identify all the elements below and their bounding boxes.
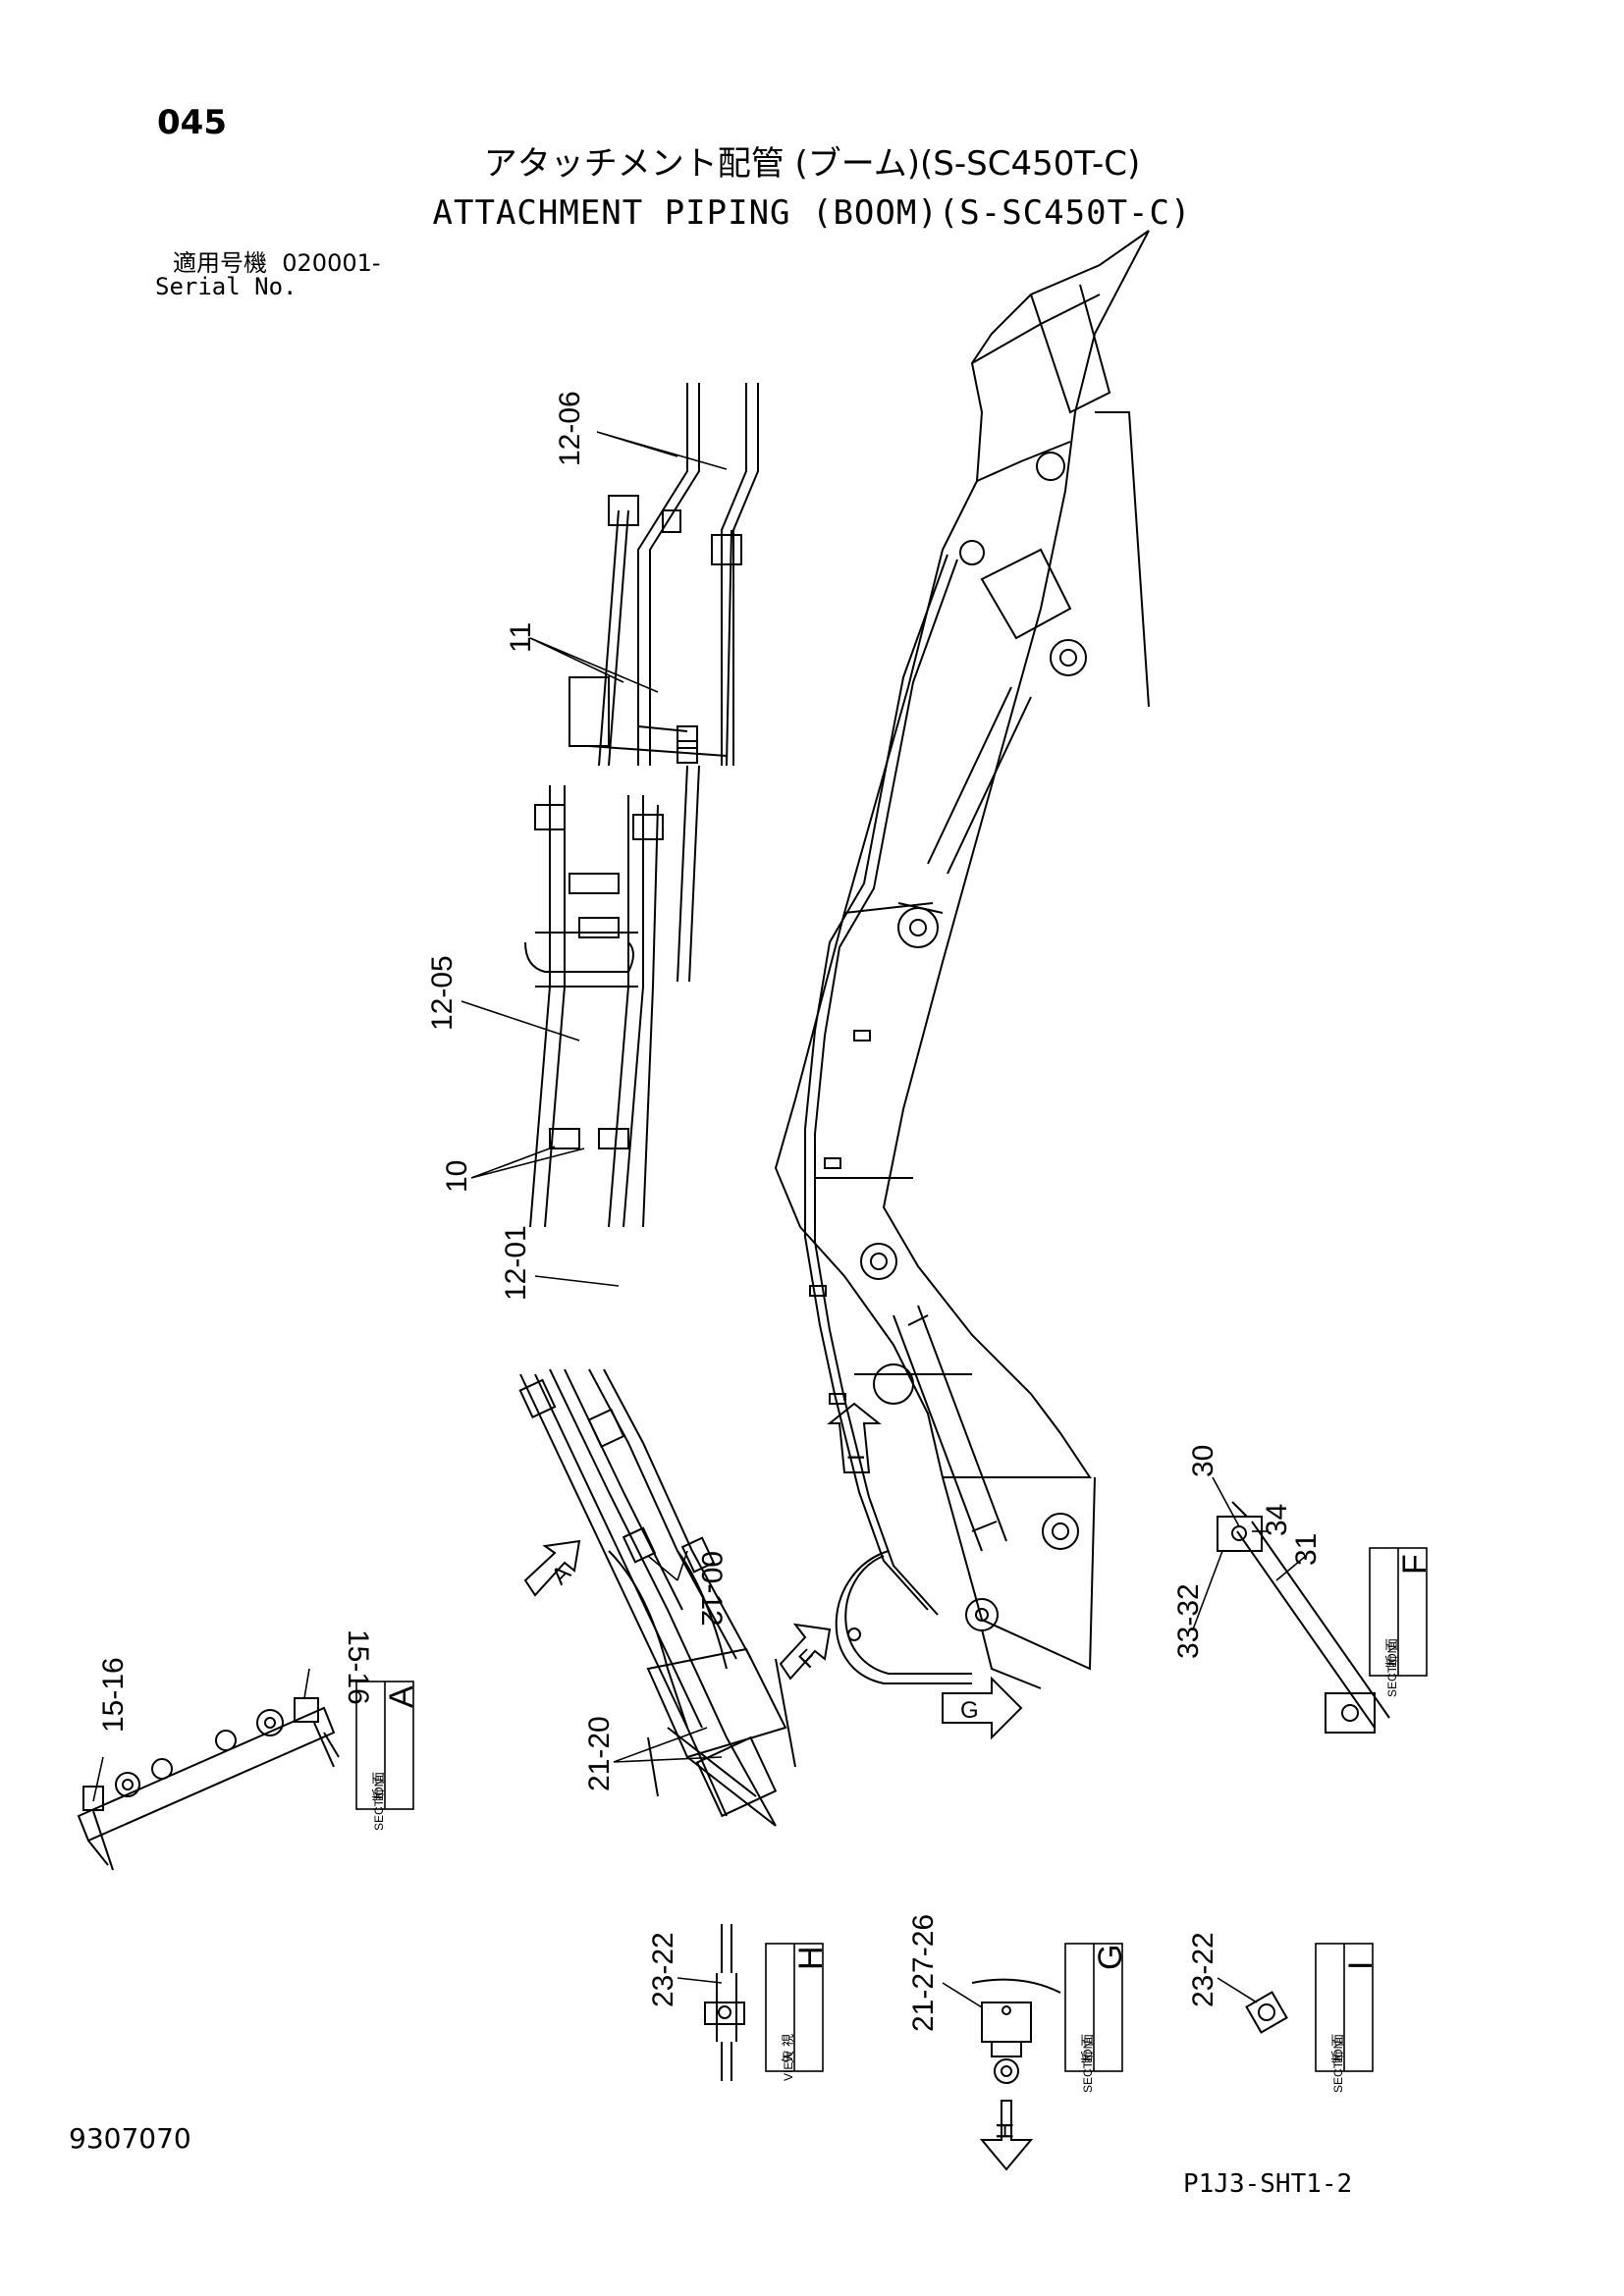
section-h-word: VIEW	[782, 2051, 795, 2081]
section-i-word: SECTION	[1331, 2041, 1345, 2093]
callout-00-12: 00-12	[695, 1551, 728, 1627]
callout-12-01: 12-01	[500, 1225, 532, 1301]
callout-31: 31	[1290, 1533, 1323, 1566]
serial-applicability: 適用号機 020001-	[173, 251, 381, 275]
view-arrow-a-label: A	[547, 1560, 576, 1589]
page-number: 045	[157, 103, 227, 142]
view-arrow-g-label: G	[960, 1697, 979, 1724]
document-code: 9307070	[69, 2122, 191, 2155]
callout-12-05: 12-05	[426, 955, 459, 1031]
section-g-jp: 断 面	[1081, 2034, 1096, 2063]
section-f-jp: 断 面	[1385, 1638, 1400, 1668]
callout-15-16-right: 15-16	[342, 1629, 374, 1705]
section-g-word: SECTION	[1081, 2041, 1095, 2093]
page-title-japanese: アタッチメント配管 (ブーム)(S-SC450T-C)	[483, 144, 1141, 184]
section-i-detail	[1245, 1991, 1288, 2034]
callout-10: 10	[441, 1160, 473, 1193]
leader-lines	[92, 431, 1307, 2008]
callout-21-27-26: 21-27-26	[907, 1914, 940, 2032]
section-g-letter: G	[1092, 1945, 1129, 1970]
section-g-detail	[971, 1978, 1061, 2084]
serial-label-en: Serial No.	[155, 273, 298, 300]
section-f-clamp	[1217, 1501, 1390, 1734]
section-f-word: SECTION	[1385, 1645, 1399, 1697]
section-box-outlines	[355, 1547, 1428, 2072]
callout-11: 11	[505, 622, 537, 653]
sheet-code: P1J3-SHT1-2	[1183, 2169, 1353, 2199]
callout-33-32: 33-32	[1172, 1583, 1205, 1659]
detail-middle	[524, 785, 664, 1228]
serial-label-jp: 適用号機	[173, 249, 267, 277]
section-f-letter: F	[1396, 1554, 1434, 1575]
callout-15-16-left: 15-16	[97, 1657, 130, 1733]
detail-upper	[568, 383, 759, 983]
detail-lower	[518, 1368, 796, 1827]
section-a-word: SECTION	[372, 1779, 386, 1831]
view-arrow-i-label: I	[843, 1454, 870, 1461]
section-i-letter: I	[1342, 1961, 1380, 1970]
section-a-jp: 断 面	[372, 1772, 387, 1801]
section-a-plate	[77, 1697, 340, 1871]
callout-23-22-section-i: 23-22	[1187, 1932, 1219, 2007]
section-i-jp: 断 面	[1331, 2034, 1346, 2063]
page-title-english: ATTACHMENT PIPING (BOOM)(S-SC450T-C)	[432, 193, 1192, 233]
callout-23-22-view-h: 23-22	[647, 1932, 679, 2007]
view-arrow-h-label: H	[991, 2122, 1017, 2139]
section-a-letter: A	[383, 1685, 420, 1708]
callout-12-06: 12-06	[554, 391, 586, 466]
callout-30: 30	[1187, 1445, 1219, 1477]
section-h-detail	[704, 1924, 745, 2081]
section-h-jp: 矢 視	[782, 2034, 796, 2063]
serial-value: 020001-	[282, 249, 381, 277]
boom-assembly	[774, 230, 1150, 1689]
callout-34: 34	[1261, 1504, 1293, 1536]
view-arrow-shapes	[523, 1402, 1034, 2171]
callout-21-20: 21-20	[583, 1716, 616, 1791]
section-h-letter: H	[792, 1946, 830, 1970]
